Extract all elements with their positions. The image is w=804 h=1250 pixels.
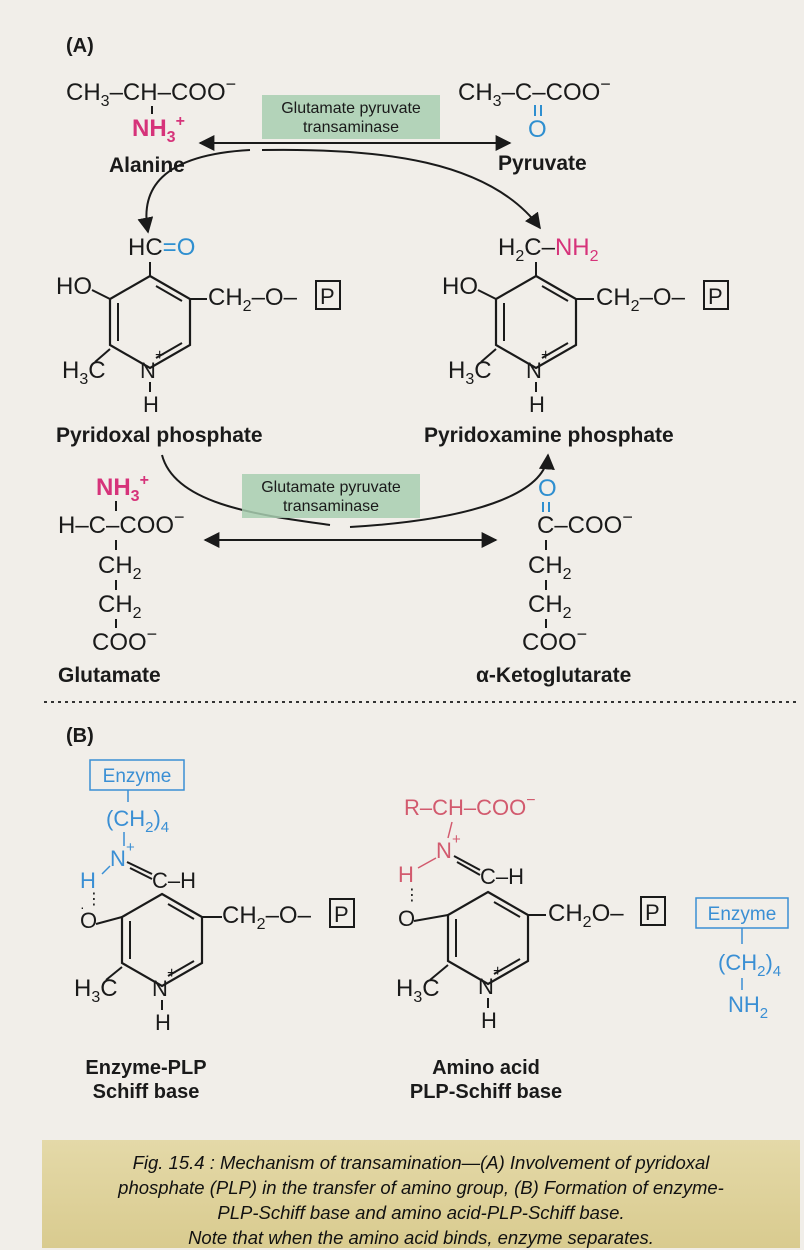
amino-acid-plp-schiff-base-structure: R–CH–COO− N + C–H H ⋮ O H3C CH2O– P N + … [396,792,666,1103]
enzyme-bottom-line2: transaminase [283,498,379,515]
enzyme-plp-name-line2: Schiff base [93,1081,200,1103]
svg-text:P: P [320,284,335,309]
svg-text:C–H: C–H [152,868,196,893]
svg-text:CH2: CH2 [528,591,572,622]
svg-text:·: · [80,899,85,915]
linker-left: (CH2)4 [106,806,169,836]
pyruvate-structure: CH3–C–COO− O Pyruvate [458,74,611,175]
svg-text:N: N [478,974,494,999]
glutamate-name: Glutamate [58,664,161,687]
panel-a-label: (A) [66,35,94,57]
caption-line-1: Fig. 15.4 : Mechanism of transamination—… [132,1152,710,1173]
ketoglutarate-structure: O C–COO− CH2 CH2 COO− α-Ketoglutarate [476,475,633,687]
alanine-formula: CH3–CH–COO− [66,74,236,110]
ketoglutarate-oxo: O [538,475,557,502]
enzyme-label-left: Enzyme [103,766,172,787]
svg-text:COO−: COO− [522,624,587,656]
svg-text:H–C–COO−: H–C–COO− [58,507,185,539]
svg-text:N: N [152,976,168,1001]
svg-text:CH2O–: CH2O– [548,900,624,931]
svg-text:N: N [436,838,452,863]
enzyme-bottom-line1: Glutamate pyruvate [261,479,401,496]
svg-text:+: + [452,831,461,848]
svg-text:H: H [398,862,414,887]
svg-text:+: + [155,347,164,364]
svg-text:CH2: CH2 [98,591,142,622]
amino-acid-plp-name-line2: PLP-Schiff base [410,1081,562,1103]
linker-right: (CH2)4 [718,950,781,980]
glutamate-amino-group: NH3+ [96,472,149,505]
svg-text:CH2: CH2 [528,552,572,583]
svg-text:COO−: COO− [92,624,157,656]
svg-text:P: P [708,284,723,309]
enzyme-plp-name-line1: Enzyme-PLP [85,1057,206,1079]
caption-line-4: Note that when the amino acid binds, enz… [188,1227,654,1248]
separated-enzyme-structure: Enzyme (CH2)4 NH2 [695,897,789,1022]
alanine-name: Alanine [109,154,185,177]
enzyme-top-line1: Glutamate pyruvate [281,100,421,117]
curve-arrow-right-top [261,148,541,230]
ketoglutarate-name: α-Ketoglutarate [476,664,631,687]
svg-text:O: O [80,908,97,933]
amino-acid-plp-name-line1: Amino acid [432,1057,540,1079]
svg-text:CH2–O–: CH2–O– [208,284,298,315]
svg-text:H3C: H3C [396,975,440,1006]
alanine-structure: CH3–CH–COO− NH3+ Alanine [66,74,236,177]
pyridoxamine-phosphate-name: Pyridoxamine phosphate [424,424,674,447]
svg-text:P: P [334,902,349,927]
alanine-amino-group: NH3+ [132,113,185,146]
amino-acid-r-group: R–CH–COO− [404,792,536,820]
svg-text:N: N [110,846,126,871]
svg-text:CH2–O–: CH2–O– [222,902,312,933]
caption-line-2: phosphate (PLP) in the transfer of amino… [118,1177,724,1198]
svg-text:H: H [80,868,96,893]
svg-text:+: + [493,963,502,980]
svg-text:N: N [140,358,156,383]
enzyme-top-line2: transaminase [303,119,399,136]
svg-text:P: P [645,900,660,925]
svg-text:⋮: ⋮ [404,887,420,904]
svg-text:⋮: ⋮ [86,891,102,908]
enzyme-label-right: Enzyme [708,904,777,925]
caption-line-3: PLP-Schiff base and amino acid-PLP-Schif… [217,1202,625,1223]
pyridoxamine-amine-group: H2C–NH2 [498,234,599,265]
pyruvate-oxo: O [528,116,547,143]
svg-text:CH2: CH2 [98,552,142,583]
pyridoxamine-phosphate-structure: H2C–NH2 HO H3C CH2–O– P N + H Pyridoxami… [424,234,729,447]
enzyme-plp-schiff-base-structure: Enzyme (CH2)4 N + C–H H ⋮ O · H3C CH2–O–… [74,759,355,1103]
svg-text:CH2–O–: CH2–O– [596,284,686,315]
svg-text:H: H [143,392,159,417]
svg-text:N: N [526,358,542,383]
svg-text:H3C: H3C [62,357,106,388]
svg-text:O: O [398,906,415,931]
enzyme-box-bottom: Glutamate pyruvate transaminase [242,474,420,518]
svg-text:H: H [155,1010,171,1035]
svg-text:H3C: H3C [448,357,492,388]
svg-text:+: + [126,839,135,856]
enzyme-amine-right: NH2 [728,992,768,1022]
svg-text:H: H [481,1008,497,1033]
curve-arrow-right-bottom [349,453,555,528]
figure-caption: Fig. 15.4 : Mechanism of transamination—… [42,1140,800,1248]
panel-b-label: (B) [66,725,94,747]
pyruvate-formula: CH3–C–COO− [458,74,611,110]
pyridoxal-phosphate-name: Pyridoxal phosphate [56,424,263,447]
pyridoxal-phosphate-structure: HC=O HO H3C CH2–O– P N + H Pyridoxal pho… [56,234,341,447]
pyridoxal-aldehyde-group: HC=O [128,234,195,261]
glutamate-structure: NH3+ H–C–COO− CH2 CH2 COO− Glutamate [58,472,185,687]
svg-text:+: + [541,347,550,364]
svg-text:H: H [529,392,545,417]
svg-text:H3C: H3C [74,975,118,1006]
svg-text:C–H: C–H [480,864,524,889]
svg-text:C–COO−: C–COO− [537,507,633,539]
curve-arrow-left-top [137,149,251,234]
svg-text:HO: HO [56,273,92,300]
svg-text:HO: HO [442,273,478,300]
curve-arrow-left-bottom [161,454,331,526]
enzyme-box-top: Glutamate pyruvate transaminase [262,95,440,139]
pyruvate-name: Pyruvate [498,152,587,175]
svg-text:+: + [167,965,176,982]
